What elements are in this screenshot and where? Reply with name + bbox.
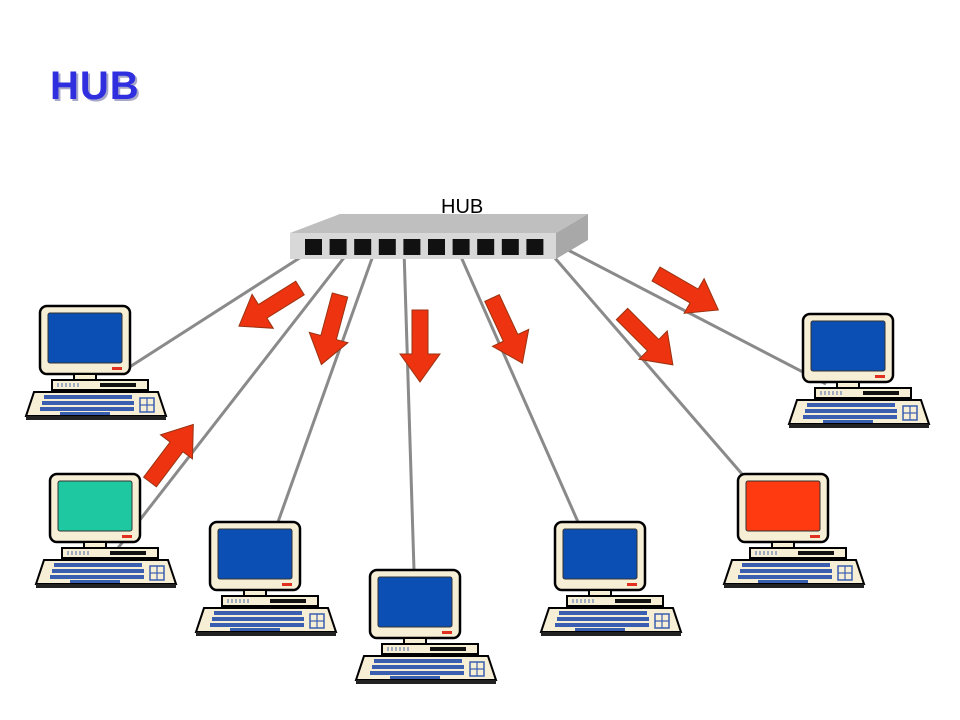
hub-port — [403, 239, 421, 255]
hub-port — [428, 239, 445, 255]
arrow-to-pc-6 — [615, 307, 674, 366]
data-flow-arrows — [142, 266, 720, 488]
cable-pc-6 — [546, 249, 744, 475]
monitor-screen — [562, 528, 638, 580]
cable-pc-5 — [456, 249, 580, 523]
monitor-screen — [377, 576, 453, 628]
computer-pc-2 — [34, 472, 178, 588]
computer-pc-7 — [787, 312, 931, 428]
arrow-from-pc-2 — [142, 423, 194, 488]
hub-port — [452, 239, 470, 255]
cable-pc-1 — [127, 248, 313, 370]
hub-label: HUB — [441, 196, 483, 218]
hub-port — [501, 239, 519, 255]
hub-port — [305, 239, 322, 255]
hub-port — [354, 239, 372, 255]
hub-port — [329, 239, 347, 255]
computer-icon — [194, 520, 338, 636]
computer-icon — [354, 568, 498, 684]
hub-device — [290, 214, 588, 259]
cable-pc-4 — [402, 249, 416, 571]
arrow-to-pc-1 — [238, 280, 305, 329]
hub-ports — [305, 239, 544, 255]
computer-pc-6 — [722, 472, 866, 588]
cable-pc-3 — [276, 249, 377, 523]
monitor-screen — [217, 528, 293, 580]
hub-port — [526, 239, 544, 255]
arrow-to-pc-5 — [484, 293, 530, 365]
cable-pc-7 — [567, 248, 827, 386]
hub-port — [378, 239, 396, 255]
monitor-screen — [47, 312, 123, 364]
computer-icon — [787, 312, 931, 428]
computer-icon — [34, 472, 178, 588]
monitor-screen — [810, 320, 886, 372]
computer-pc-1 — [24, 304, 168, 420]
monitor-screen — [745, 480, 821, 532]
hub-port — [477, 239, 495, 255]
computer-pc-4 — [354, 568, 498, 684]
computer-icon — [539, 520, 683, 636]
computer-icon — [722, 472, 866, 588]
computer-icon — [24, 304, 168, 420]
page-title: HUB — [50, 64, 140, 108]
arrow-to-pc-3 — [308, 292, 349, 366]
monitor-screen — [57, 480, 133, 532]
cable-pc-2 — [116, 249, 352, 549]
cables — [116, 248, 827, 571]
arrow-to-pc-7 — [651, 266, 720, 314]
computers — [24, 304, 931, 684]
computer-pc-5 — [539, 520, 683, 636]
arrow-to-pc-4 — [399, 309, 441, 383]
computer-pc-3 — [194, 520, 338, 636]
